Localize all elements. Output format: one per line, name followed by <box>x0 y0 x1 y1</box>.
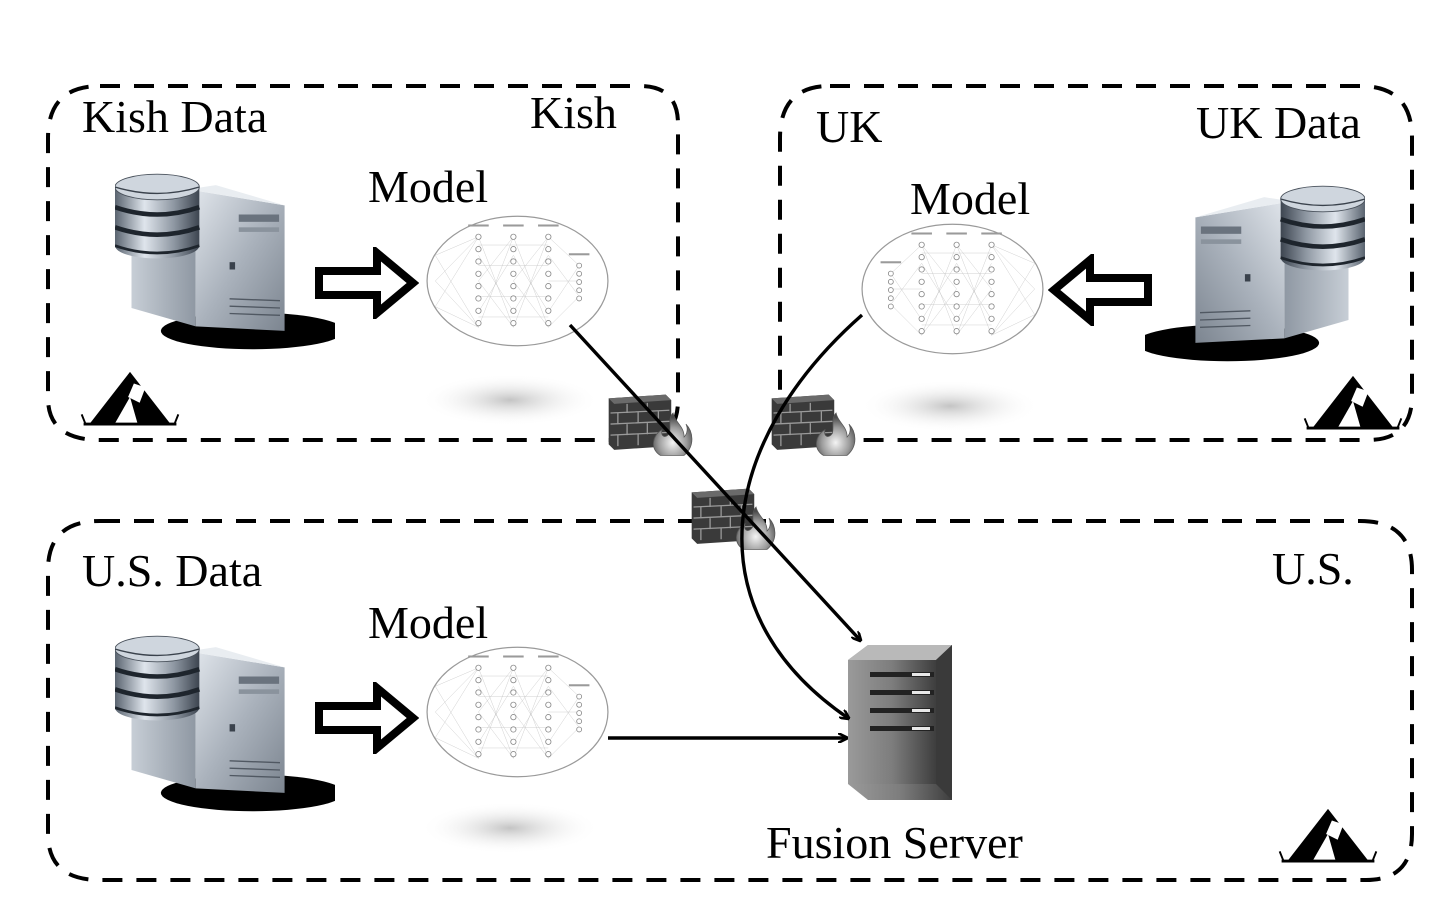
hollow-arrow-icon <box>319 253 413 313</box>
neural-network-icon <box>426 646 609 778</box>
fusion-server-label: Fusion Server <box>766 817 1023 868</box>
connection-uk-to-fusion <box>740 313 864 718</box>
firewall-icon <box>691 487 776 551</box>
hollow-arrow-icon <box>319 688 413 748</box>
tent-icon <box>1303 374 1403 430</box>
hollow-arrow-icon <box>1054 260 1148 320</box>
database-server-icon <box>115 636 344 811</box>
us-model-label: Model <box>368 597 488 648</box>
shadow <box>860 380 1040 432</box>
region-uk-box <box>778 84 1414 442</box>
uk-model-label: Model <box>910 173 1030 224</box>
region-kish-box <box>46 84 680 442</box>
server-tower-icon <box>848 645 952 800</box>
neural-network-icon <box>861 223 1044 355</box>
us-region-label: U.S. <box>1272 543 1354 594</box>
kish-model-label: Model <box>368 161 488 212</box>
uk-data-label: UK Data <box>1196 97 1361 148</box>
tent-icon <box>1278 807 1378 863</box>
shadow <box>420 374 600 426</box>
us-data-label: U.S. Data <box>82 545 262 596</box>
uk-region-label: UK <box>816 101 882 152</box>
shadow <box>420 802 600 854</box>
tent-icon <box>80 370 180 426</box>
database-server-icon <box>115 174 344 349</box>
kish-data-label: Kish Data <box>82 91 267 142</box>
kish-region-label: Kish <box>530 87 617 138</box>
region-us-box <box>46 519 1414 882</box>
neural-network-icon <box>426 215 609 347</box>
database-server-icon <box>1136 186 1365 361</box>
connection-kish-to-fusion <box>568 323 860 640</box>
